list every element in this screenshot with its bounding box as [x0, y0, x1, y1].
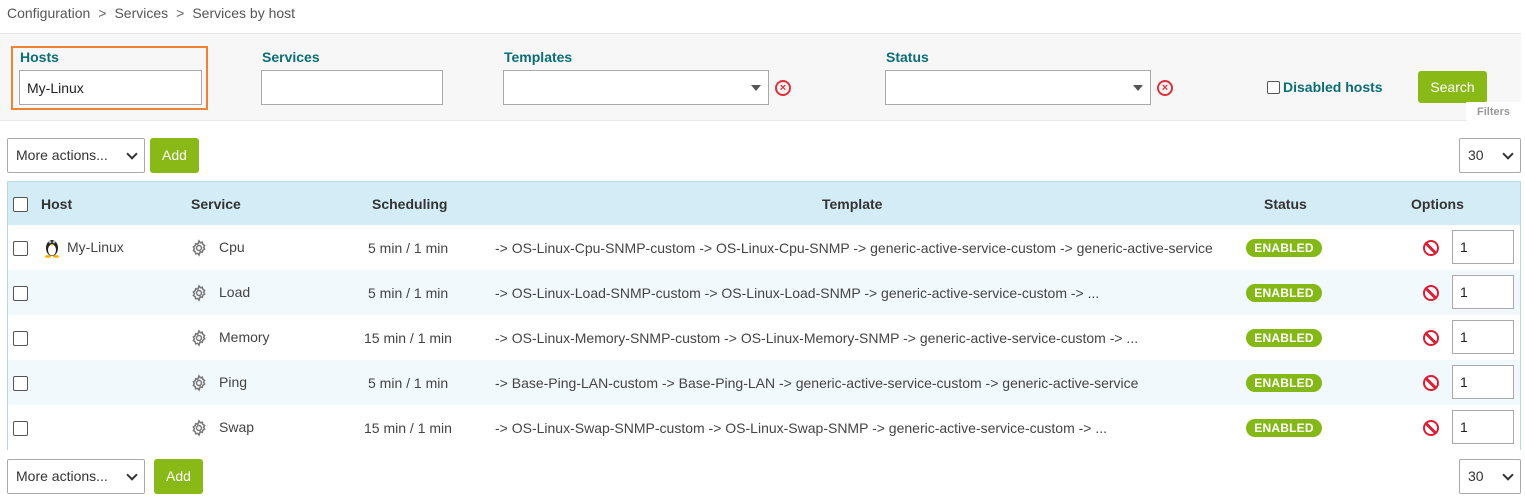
scheduling-value: 5 min / 1 min	[368, 375, 449, 391]
row-checkbox[interactable]	[13, 331, 28, 346]
column-scheduling: Scheduling	[372, 196, 448, 212]
duplicate-count-input[interactable]	[1452, 230, 1514, 264]
table-row[interactable]: Memory 15 min / 1 min -> OS-Linux-Memory…	[8, 315, 1520, 360]
page-size-select-bottom[interactable]: 30	[1459, 459, 1521, 494]
template-chain: -> OS-Linux-Memory-SNMP-custom -> OS-Lin…	[495, 330, 1139, 346]
hosts-filter-input[interactable]	[19, 70, 202, 105]
clear-templates-icon[interactable]: ×	[775, 80, 791, 96]
breadcrumb-separator: >	[98, 5, 107, 21]
column-host[interactable]: Host	[41, 196, 73, 212]
scheduling-value: 15 min / 1 min	[364, 420, 452, 436]
row-checkbox[interactable]	[13, 421, 28, 436]
table-row[interactable]: Ping 5 min / 1 min -> Base-Ping-LAN-cust…	[8, 360, 1520, 405]
service-name-link[interactable]: Load	[219, 284, 251, 300]
breadcrumb-separator: >	[176, 5, 185, 21]
disable-icon[interactable]	[1423, 420, 1439, 436]
linux-icon	[44, 240, 60, 258]
row-checkbox[interactable]	[13, 286, 28, 301]
disable-icon[interactable]	[1423, 375, 1439, 391]
services-table: Host Service Scheduling Template Status …	[7, 181, 1521, 450]
gear-icon	[192, 329, 206, 347]
gear-icon	[192, 419, 206, 437]
host-name-link[interactable]: My-Linux	[67, 239, 124, 255]
scheduling-value: 5 min / 1 min	[368, 285, 449, 301]
breadcrumb-services[interactable]: Services	[114, 5, 169, 21]
duplicate-count-input[interactable]	[1452, 320, 1514, 354]
breadcrumb-configuration[interactable]: Configuration	[7, 5, 91, 21]
service-name-link[interactable]: Swap	[219, 419, 255, 435]
status-badge: ENABLED	[1246, 284, 1322, 302]
add-button-bottom[interactable]: Add	[154, 459, 203, 494]
row-checkbox[interactable]	[13, 376, 28, 391]
duplicate-count-input[interactable]	[1452, 275, 1514, 309]
status-filter-select[interactable]	[885, 70, 1151, 105]
more-actions-label: More actions...	[16, 468, 108, 484]
filters-panel: Hosts Services Templates × Status × Disa…	[0, 33, 1521, 122]
service-name-link[interactable]: Memory	[219, 329, 270, 345]
services-filter-input[interactable]	[261, 70, 443, 105]
clear-status-icon[interactable]: ×	[1157, 80, 1173, 96]
select-all-checkbox[interactable]	[13, 197, 28, 212]
gear-icon	[192, 374, 206, 392]
chevron-down-icon	[1502, 148, 1514, 160]
chevron-down-icon	[1502, 469, 1514, 481]
disabled-hosts-option[interactable]: Disabled hosts	[1267, 79, 1383, 95]
status-badge: ENABLED	[1246, 374, 1322, 392]
gear-icon	[192, 284, 206, 302]
disabled-hosts-checkbox[interactable]	[1267, 81, 1280, 94]
row-checkbox[interactable]	[13, 241, 28, 256]
hosts-filter-highlight	[11, 46, 208, 110]
chevron-down-icon	[126, 469, 138, 481]
table-row[interactable]: My-Linux Cpu 5 min / 1 min -> OS-Linux-C…	[8, 225, 1520, 270]
service-name-link[interactable]: Cpu	[219, 239, 245, 255]
breadcrumb-services-by-host: Services by host	[192, 5, 296, 21]
more-actions-select-bottom[interactable]: More actions...	[7, 459, 145, 494]
search-button[interactable]: Search	[1418, 71, 1487, 103]
hosts-filter-label: Hosts	[20, 49, 59, 65]
gear-icon	[192, 239, 206, 257]
page-size-value: 30	[1468, 468, 1484, 484]
disable-icon[interactable]	[1423, 330, 1439, 346]
template-chain: -> Base-Ping-LAN-custom -> Base-Ping-LAN…	[495, 375, 1139, 391]
templates-filter-select[interactable]	[503, 70, 769, 105]
page-size-select-top[interactable]: 30	[1459, 138, 1521, 173]
scheduling-value: 5 min / 1 min	[368, 240, 449, 256]
column-service[interactable]: Service	[191, 196, 241, 212]
table-row[interactable]: Load 5 min / 1 min -> OS-Linux-Load-SNMP…	[8, 270, 1520, 315]
template-chain: -> OS-Linux-Swap-SNMP-custom -> OS-Linux…	[495, 420, 1108, 436]
status-filter-label: Status	[886, 49, 929, 65]
disabled-hosts-label: Disabled hosts	[1283, 79, 1383, 95]
disable-icon[interactable]	[1423, 285, 1439, 301]
status-badge: ENABLED	[1246, 239, 1322, 257]
table-row[interactable]: Swap 15 min / 1 min -> OS-Linux-Swap-SNM…	[8, 405, 1520, 450]
templates-filter-label: Templates	[504, 49, 573, 65]
caret-down-icon	[1133, 85, 1143, 91]
column-status: Status	[1264, 196, 1307, 212]
disable-icon[interactable]	[1423, 240, 1439, 256]
duplicate-count-input[interactable]	[1452, 365, 1514, 399]
add-button-top[interactable]: Add	[150, 138, 199, 173]
filters-tag[interactable]: Filters	[1466, 102, 1521, 122]
page-size-value: 30	[1468, 147, 1484, 163]
template-chain: -> OS-Linux-Cpu-SNMP-custom -> OS-Linux-…	[495, 240, 1213, 256]
service-name-link[interactable]: Ping	[219, 374, 248, 390]
column-template: Template	[822, 196, 883, 212]
status-badge: ENABLED	[1246, 419, 1322, 437]
more-actions-label: More actions...	[16, 147, 108, 163]
scheduling-value: 15 min / 1 min	[364, 330, 452, 346]
status-badge: ENABLED	[1246, 329, 1322, 347]
duplicate-count-input[interactable]	[1452, 410, 1514, 444]
template-chain: -> OS-Linux-Load-SNMP-custom -> OS-Linux…	[495, 285, 1100, 301]
chevron-down-icon	[126, 148, 138, 160]
breadcrumb: Configuration > Services > Services by host	[7, 5, 295, 21]
column-options: Options	[1411, 196, 1464, 212]
caret-down-icon	[751, 85, 761, 91]
services-filter-label: Services	[262, 49, 320, 65]
more-actions-select-top[interactable]: More actions...	[7, 138, 145, 173]
table-header: Host Service Scheduling Template Status …	[8, 182, 1520, 225]
